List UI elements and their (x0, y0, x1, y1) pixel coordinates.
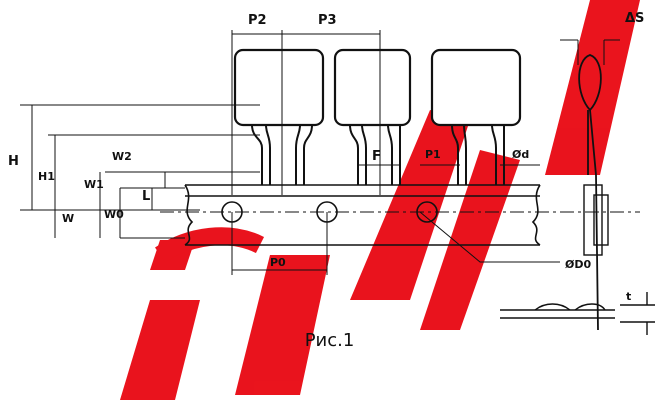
label-p1: P1 (425, 148, 441, 161)
watermark (120, 0, 640, 400)
label-h: H (8, 154, 19, 169)
label-p3: P3 (318, 13, 337, 28)
label-p0: P0 (270, 256, 286, 269)
label-delta-s: ΔS (625, 11, 644, 26)
capacitor-bodies (233, 48, 522, 127)
label-w1: W1 (84, 178, 104, 191)
label-w0: W0 (104, 208, 124, 221)
dimension-text: P2 P3 ΔS H H1 W2 W1 W0 W L F P1 Ød P0 ØD… (8, 11, 644, 303)
thickness-detail (500, 292, 655, 335)
label-w2: W2 (112, 150, 132, 163)
label-d: Ød (512, 148, 529, 161)
label-h1: H1 (38, 170, 55, 183)
label-l: L (142, 189, 150, 204)
label-d0: ØD0 (565, 258, 591, 271)
capacitor-leads (251, 124, 505, 185)
label-f: F (372, 149, 381, 164)
dimension-lines (20, 30, 560, 275)
side-view (560, 39, 620, 331)
label-t: t (626, 290, 631, 303)
label-w: W (62, 212, 74, 225)
figure-caption: Рис.1 (304, 330, 355, 351)
label-p2: P2 (248, 13, 267, 28)
carrier-tape (160, 184, 640, 246)
